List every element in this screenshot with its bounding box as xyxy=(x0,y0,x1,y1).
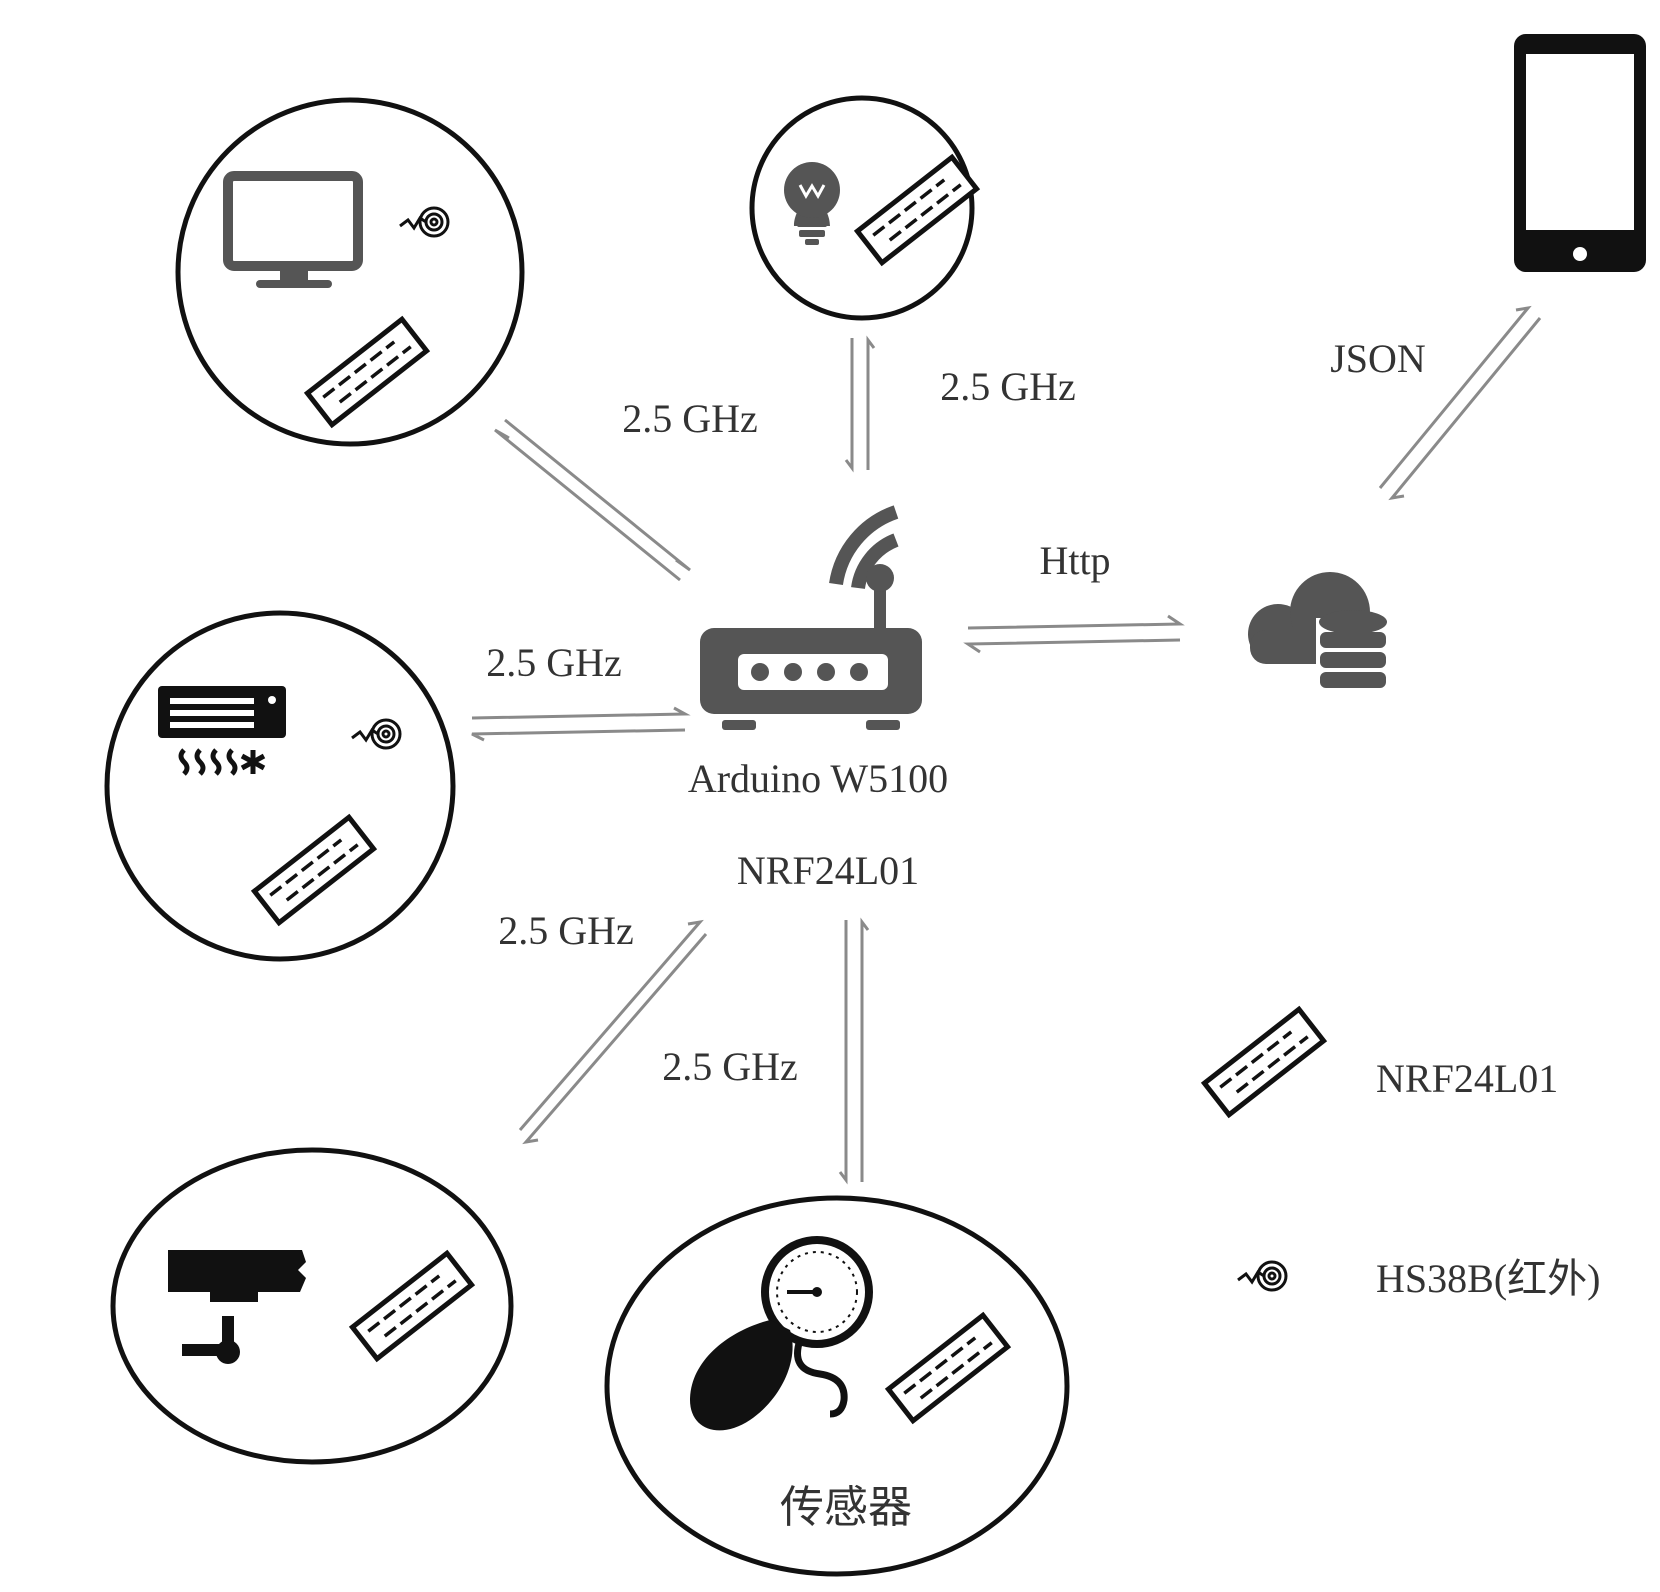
air-conditioner-icon xyxy=(158,686,286,776)
link-tv-arrow xyxy=(494,418,691,582)
link-sensor-label: 2.5 GHz xyxy=(662,1044,798,1089)
link-sensor-arrow xyxy=(838,917,870,1185)
smartphone-icon xyxy=(1514,34,1646,272)
camera-node-circle xyxy=(110,1147,514,1465)
legend-label-ir: HS38B(红外) xyxy=(1376,1256,1600,1301)
bulb-node-circle xyxy=(749,95,975,321)
wifi-router-icon xyxy=(700,505,922,730)
link-cloud-arrow xyxy=(963,614,1185,654)
legend-ir-receiver-icon xyxy=(1236,1260,1288,1292)
link-ac-arrow xyxy=(471,706,691,742)
pressure-gauge-icon xyxy=(690,1236,873,1431)
monitor-icon xyxy=(223,171,363,288)
sensor-node-circle xyxy=(604,1195,1070,1577)
hub-name-label: Arduino W5100 xyxy=(688,756,948,801)
link-cloud-label: Http xyxy=(1039,538,1110,583)
cloud-database-icon xyxy=(1248,572,1390,688)
hub-module-label: NRF24L01 xyxy=(737,848,919,893)
legend-nrf-chip-icon xyxy=(1204,1009,1323,1114)
link-bulb-label: 2.5 GHz xyxy=(940,364,1076,409)
legend: NRF24L01 HS38B(红外) xyxy=(1204,1009,1600,1301)
link-ac-label: 2.5 GHz xyxy=(486,640,622,685)
link-tv-label: 2.5 GHz xyxy=(622,396,758,441)
link-camera-label: 2.5 GHz xyxy=(498,908,634,953)
legend-label-nrf: NRF24L01 xyxy=(1376,1056,1558,1101)
link-phone-label: JSON xyxy=(1330,336,1426,381)
link-camera-arrow xyxy=(518,919,708,1145)
link-phone-arrow xyxy=(1378,305,1542,501)
sensor-node-label: 传感器 xyxy=(780,1483,912,1532)
security-camera-icon xyxy=(168,1250,306,1364)
link-bulb-arrow xyxy=(844,335,876,473)
light-bulb-icon xyxy=(784,162,840,245)
